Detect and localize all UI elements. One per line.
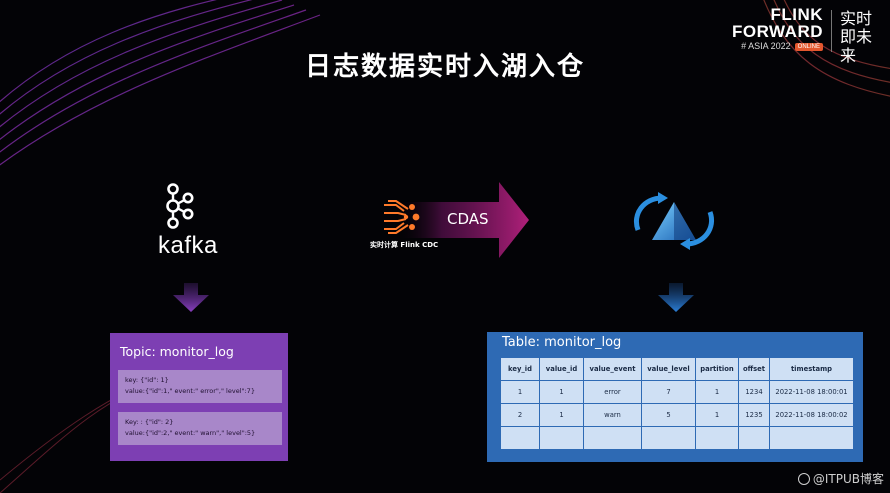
table-row (500, 426, 854, 450)
brand-line-1: FLINK (770, 5, 823, 24)
cdas-arrow-icon (395, 182, 529, 258)
kafka-topic-panel: Topic: monitor_log key: {"id": 1} value:… (110, 333, 288, 461)
brand-line-2: FORWARD (731, 22, 823, 41)
table-cell (500, 426, 540, 450)
kafka-logo-icon (166, 183, 194, 229)
table-header-row: key_id value_id value_event value_level … (500, 357, 854, 381)
brand-sub-text: # ASIA 2022 (741, 41, 791, 51)
brand-badge: ONLINE (794, 42, 823, 51)
table-cell: 2022-11-08 18:00:01 (769, 380, 854, 404)
table-cell: 7 (641, 380, 696, 404)
arrow-down-icon (658, 283, 694, 312)
table-cell: 1 (695, 403, 739, 427)
column-header: value_event (583, 357, 642, 381)
flink-cdc-label: 实时计算 Flink CDC (370, 241, 439, 249)
table-cell: 1 (500, 380, 540, 404)
table-cell (695, 426, 739, 450)
table-cell: warn (583, 403, 642, 427)
column-header: timestamp (769, 357, 854, 381)
message-card: Key: : {"id": 2} value:{"id":2," event:"… (118, 412, 282, 445)
table-row: 2 1 warn 5 1 1235 2022-11-08 18:00:02 (500, 403, 854, 427)
monitor-log-table: key_id value_id value_event value_level … (500, 357, 854, 450)
column-header: key_id (500, 357, 540, 381)
arrow-down-icon (173, 283, 209, 312)
message-card: key: {"id": 1} value:{"id":1," event:" e… (118, 370, 282, 403)
table-cell (539, 426, 584, 450)
watermark-text: @ITPUB博客 (812, 472, 884, 486)
column-header: offset (738, 357, 770, 381)
table-cell: 2022-11-08 18:00:02 (769, 403, 854, 427)
table-cell: 1 (695, 380, 739, 404)
table-cell (583, 426, 642, 450)
brand-slogan: 实时即未来 (840, 9, 873, 65)
message-value: value:{"id":1," event:" error"," level":… (125, 387, 255, 396)
brand-subline: # ASIA 2022 ONLINE (732, 42, 823, 51)
topic-title: Topic: monitor_log (120, 344, 234, 359)
brand-divider (831, 10, 832, 52)
slide-title: 日志数据实时入湖入仓 (304, 52, 585, 82)
watermark: @ITPUB博客 (797, 470, 884, 487)
table-cell: error (583, 380, 642, 404)
table-cell: 1 (539, 380, 584, 404)
table-cell (641, 426, 696, 450)
column-header: partition (695, 357, 739, 381)
message-key: Key: : {"id": 2} (125, 418, 174, 426)
cdas-label: CDAS (447, 210, 489, 228)
watermark-icon (797, 472, 810, 485)
data-lake-icon (634, 192, 714, 250)
table-cell (769, 426, 854, 450)
table-row: 1 1 error 7 1 1234 2022-11-08 18:00:01 (500, 380, 854, 404)
brand-logo: FLINK FORWARD # ASIA 2022 ONLINE 实时即未来 (732, 6, 876, 65)
table-cell: 1 (539, 403, 584, 427)
message-key: key: {"id": 1} (125, 376, 169, 384)
table-cell (738, 426, 770, 450)
brand-wordmark: FLINK FORWARD # ASIA 2022 ONLINE (732, 6, 823, 51)
column-header: value_level (641, 357, 696, 381)
flink-cdc-icon (384, 200, 420, 234)
table-cell: 5 (641, 403, 696, 427)
table-title: Table: monitor_log (502, 335, 622, 350)
message-value: value:{"id":2," event:" warn"," level":5… (125, 429, 256, 438)
kafka-label: kafka (158, 232, 218, 259)
lake-table-panel: Table: monitor_log key_id value_id value… (487, 332, 863, 462)
table-cell: 1235 (738, 403, 770, 427)
column-header: value_id (539, 357, 584, 381)
table-cell: 1234 (738, 380, 770, 404)
table-cell: 2 (500, 403, 540, 427)
